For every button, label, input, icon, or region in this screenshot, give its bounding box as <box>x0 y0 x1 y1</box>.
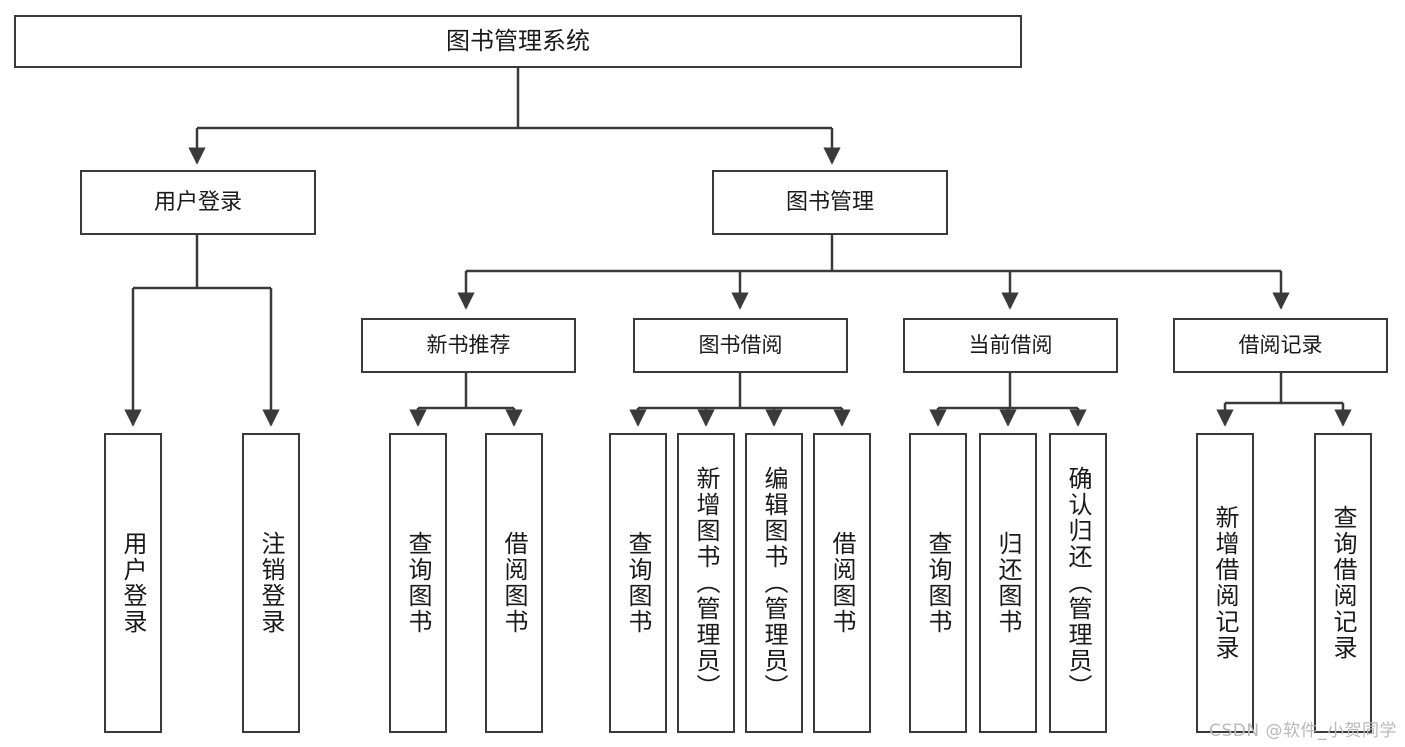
node-leaf-borrow-book-2-label: 借阅图书 <box>828 531 856 635</box>
node-leaf-query-record-label: 查询借阅记录 <box>1329 505 1357 661</box>
node-book-borrow[interactable]: 图书借阅 <box>633 318 848 373</box>
node-leaf-confirm-return-label: 确认归还（管理员） <box>1064 466 1092 700</box>
node-leaf-query-book-1[interactable]: 查询图书 <box>389 433 447 733</box>
node-leaf-add-record-label: 新增借阅记录 <box>1211 505 1239 661</box>
node-book-borrow-label: 图书借阅 <box>698 333 783 358</box>
node-leaf-query-book-2-label: 查询图书 <box>624 531 652 635</box>
node-leaf-borrow-book-1[interactable]: 借阅图书 <box>485 433 543 733</box>
node-new-book-recommend-label: 新书推荐 <box>426 333 511 358</box>
node-leaf-edit-book-label: 编辑图书（管理员） <box>760 466 788 700</box>
node-leaf-borrow-book-2[interactable]: 借阅图书 <box>813 433 871 733</box>
csdn-watermark: CSDN @软件_小贺同学 <box>1209 721 1397 741</box>
node-leaf-add-record[interactable]: 新增借阅记录 <box>1196 433 1254 733</box>
node-leaf-query-book-1-label: 查询图书 <box>404 531 432 635</box>
node-borrow-record-label: 借阅记录 <box>1238 333 1323 358</box>
node-user-login[interactable]: 用户登录 <box>80 170 316 235</box>
node-current-borrow[interactable]: 当前借阅 <box>903 318 1118 373</box>
node-book-manage[interactable]: 图书管理 <box>712 170 948 235</box>
node-leaf-user-login-label: 用户登录 <box>119 531 147 635</box>
node-leaf-return-book[interactable]: 归还图书 <box>979 433 1037 733</box>
node-leaf-edit-book[interactable]: 编辑图书（管理员） <box>745 433 803 733</box>
node-leaf-borrow-book-1-label: 借阅图书 <box>500 531 528 635</box>
node-current-borrow-label: 当前借阅 <box>968 333 1053 358</box>
node-leaf-logout-login[interactable]: 注销登录 <box>242 433 300 733</box>
node-leaf-add-book-label: 新增图书（管理员） <box>692 466 720 700</box>
node-leaf-logout-login-label: 注销登录 <box>257 531 285 635</box>
node-new-book-recommend[interactable]: 新书推荐 <box>361 318 576 373</box>
node-book-manage-label: 图书管理 <box>785 189 874 215</box>
node-borrow-record[interactable]: 借阅记录 <box>1173 318 1388 373</box>
node-leaf-query-book-3-label: 查询图书 <box>924 531 952 635</box>
node-root[interactable]: 图书管理系统 <box>14 15 1022 68</box>
node-leaf-add-book[interactable]: 新增图书（管理员） <box>677 433 735 733</box>
node-user-login-label: 用户登录 <box>153 189 242 215</box>
node-leaf-query-book-3[interactable]: 查询图书 <box>909 433 967 733</box>
node-leaf-return-book-label: 归还图书 <box>994 531 1022 635</box>
node-leaf-query-record[interactable]: 查询借阅记录 <box>1314 433 1372 733</box>
node-leaf-confirm-return[interactable]: 确认归还（管理员） <box>1049 433 1107 733</box>
node-leaf-query-book-2[interactable]: 查询图书 <box>609 433 667 733</box>
node-leaf-user-login[interactable]: 用户登录 <box>104 433 162 733</box>
node-root-label: 图书管理系统 <box>446 26 590 55</box>
